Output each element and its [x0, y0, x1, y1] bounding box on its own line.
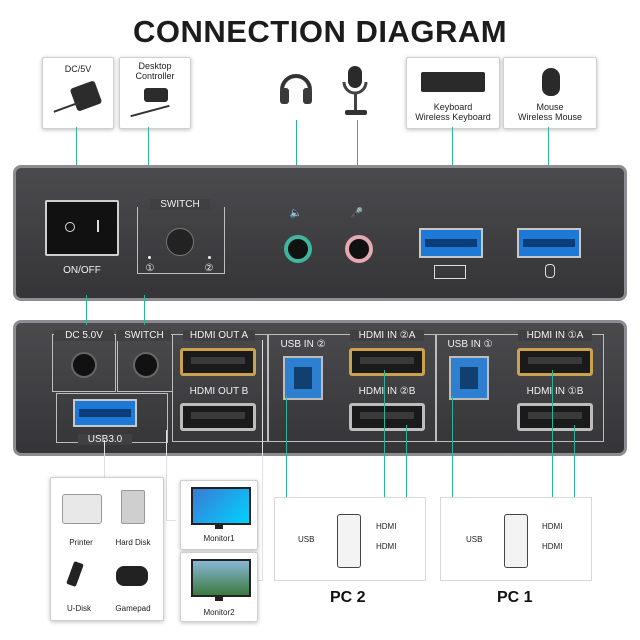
dc-adapter-label: DC/5V — [64, 64, 92, 74]
controller-icon — [144, 88, 168, 102]
front-usb-port-keyboard[interactable] — [419, 228, 483, 258]
mic-connector-line — [357, 120, 358, 190]
monitor1-screen-icon — [191, 487, 251, 525]
monitor2-card: Monitor2 — [180, 552, 258, 622]
mic-jack[interactable] — [345, 235, 373, 263]
pc2-motherboard-icon — [337, 514, 361, 568]
pc1-hdmi2-line — [574, 425, 575, 545]
dc-jack[interactable] — [71, 352, 97, 378]
hdmi-in-1a-port[interactable] — [517, 348, 593, 376]
hdmi-out-a-port[interactable] — [180, 348, 256, 376]
printer-icon — [62, 494, 102, 524]
mouse-icon — [542, 68, 560, 96]
power-adapter-icon — [69, 80, 103, 112]
pc2-hdmi1-label: HDMI — [376, 522, 397, 531]
switch-jack[interactable] — [133, 352, 159, 378]
monitor2-line — [262, 340, 263, 580]
dc-back-line — [86, 295, 87, 325]
monitor1-line-h — [166, 520, 176, 521]
pc2-usb-label: USB — [298, 535, 315, 544]
mouse-symbol-icon — [545, 264, 555, 278]
hdmi-in-2b-port[interactable] — [349, 403, 425, 431]
monitor1-label: Monitor1 — [203, 534, 235, 543]
hdmi-out-a-label: HDMI OUT A — [183, 330, 255, 341]
switch-off-mark — [97, 220, 99, 232]
led-1 — [148, 256, 151, 259]
keyboard-symbol-icon — [434, 265, 466, 279]
pc2-hdmi1-line — [384, 370, 385, 525]
front-usb-port-mouse[interactable] — [517, 228, 581, 258]
onoff-label: ON/OFF — [63, 265, 101, 276]
speaker-icon: 🔈 — [289, 208, 303, 219]
hdmi-in-1a-label: HDMI IN ①A — [518, 330, 592, 341]
usb-in-1-port[interactable] — [449, 356, 489, 400]
hard-disk-icon — [121, 490, 145, 524]
keyboard-label: Keyboard Wireless Keyboard — [415, 102, 491, 122]
hdmi-in-2a-port[interactable] — [349, 348, 425, 376]
dc-adapter-card: DC/5V — [42, 57, 114, 129]
headphones-icon — [278, 68, 314, 108]
dc-connector-line — [76, 127, 77, 167]
pc1-label: PC 1 — [497, 589, 533, 606]
hdmi-in-1b-label: HDMI IN ①B — [526, 386, 584, 397]
pc2-usb-line — [286, 396, 287, 539]
printer-label: Printer — [69, 538, 93, 547]
usb30-device-line — [104, 440, 105, 480]
switch-back-line — [144, 295, 145, 325]
led-2 — [208, 256, 211, 259]
gamepad-icon — [116, 566, 148, 586]
pc1-usb-line — [452, 396, 453, 539]
hard-disk-label: Hard Disk — [115, 538, 151, 547]
monitor1-line — [166, 430, 167, 520]
pc2-hdmi2-label: HDMI — [376, 542, 397, 551]
mouse-card: Mouse Wireless Mouse — [503, 57, 597, 129]
hdmi-in-1b-port[interactable] — [517, 403, 593, 431]
mic-symbol-icon: 🎤 — [350, 208, 364, 219]
pc1-hdmi2-label: HDMI — [542, 542, 563, 551]
usb30-label: USB3.0 — [78, 434, 132, 445]
usb-in-2-label: USB IN ② — [280, 339, 326, 350]
gamepad-label: Gamepad — [115, 604, 151, 613]
diagram-title: CONNECTION DIAGRAM — [132, 14, 508, 49]
pc2-hdmi2-line — [406, 425, 407, 545]
power-switch[interactable] — [45, 200, 119, 256]
pc1-hdmi1-line — [552, 370, 553, 525]
hdmi-out-b-port[interactable] — [180, 403, 256, 431]
keyboard-icon — [421, 72, 485, 92]
monitor1-card: Monitor1 — [180, 480, 258, 550]
desktop-controller-label: Desktop Controller — [135, 61, 175, 81]
keyboard-card: Keyboard Wireless Keyboard — [406, 57, 500, 129]
monitor2-screen-icon — [191, 559, 251, 597]
desktop-controller-card: Desktop Controller — [119, 57, 191, 129]
monitor2-stand-icon — [215, 595, 223, 601]
mouse-label: Mouse Wireless Mouse — [517, 102, 582, 122]
audio-jack[interactable] — [284, 235, 312, 263]
pc1-hdmi1-label: HDMI — [542, 522, 563, 531]
controller-connector-line — [148, 127, 149, 167]
dc-label: DC 5.0V — [54, 330, 114, 341]
hdmi-out-b-label: HDMI OUT B — [189, 386, 249, 397]
hdmi-in-2b-label: HDMI IN ②B — [358, 386, 416, 397]
udisk-label: U-Disk — [67, 604, 91, 613]
usb-in-1-label: USB IN ① — [447, 339, 493, 350]
pc2-label: PC 2 — [330, 589, 366, 606]
microphone-icon — [337, 64, 375, 118]
monitor1-stand-icon — [215, 523, 223, 529]
hdmi-in-2a-label: HDMI IN ②A — [350, 330, 424, 341]
usb-in-2-port[interactable] — [283, 356, 323, 400]
pc1-indicator: ① — [145, 263, 155, 274]
back-switch-label: SWITCH — [117, 330, 171, 341]
pc2-indicator: ② — [204, 263, 214, 274]
switch-on-mark — [65, 222, 75, 232]
switch-frame — [137, 207, 225, 274]
pc1-motherboard-icon — [504, 514, 528, 568]
front-switch-label: SWITCH — [150, 199, 210, 210]
cable-icon — [130, 104, 170, 118]
headphone-connector-line — [296, 120, 297, 190]
pc1-usb-label: USB — [466, 535, 483, 544]
usb30-port[interactable] — [73, 399, 137, 427]
monitor2-label: Monitor2 — [203, 608, 235, 617]
switch-button[interactable] — [166, 228, 194, 256]
